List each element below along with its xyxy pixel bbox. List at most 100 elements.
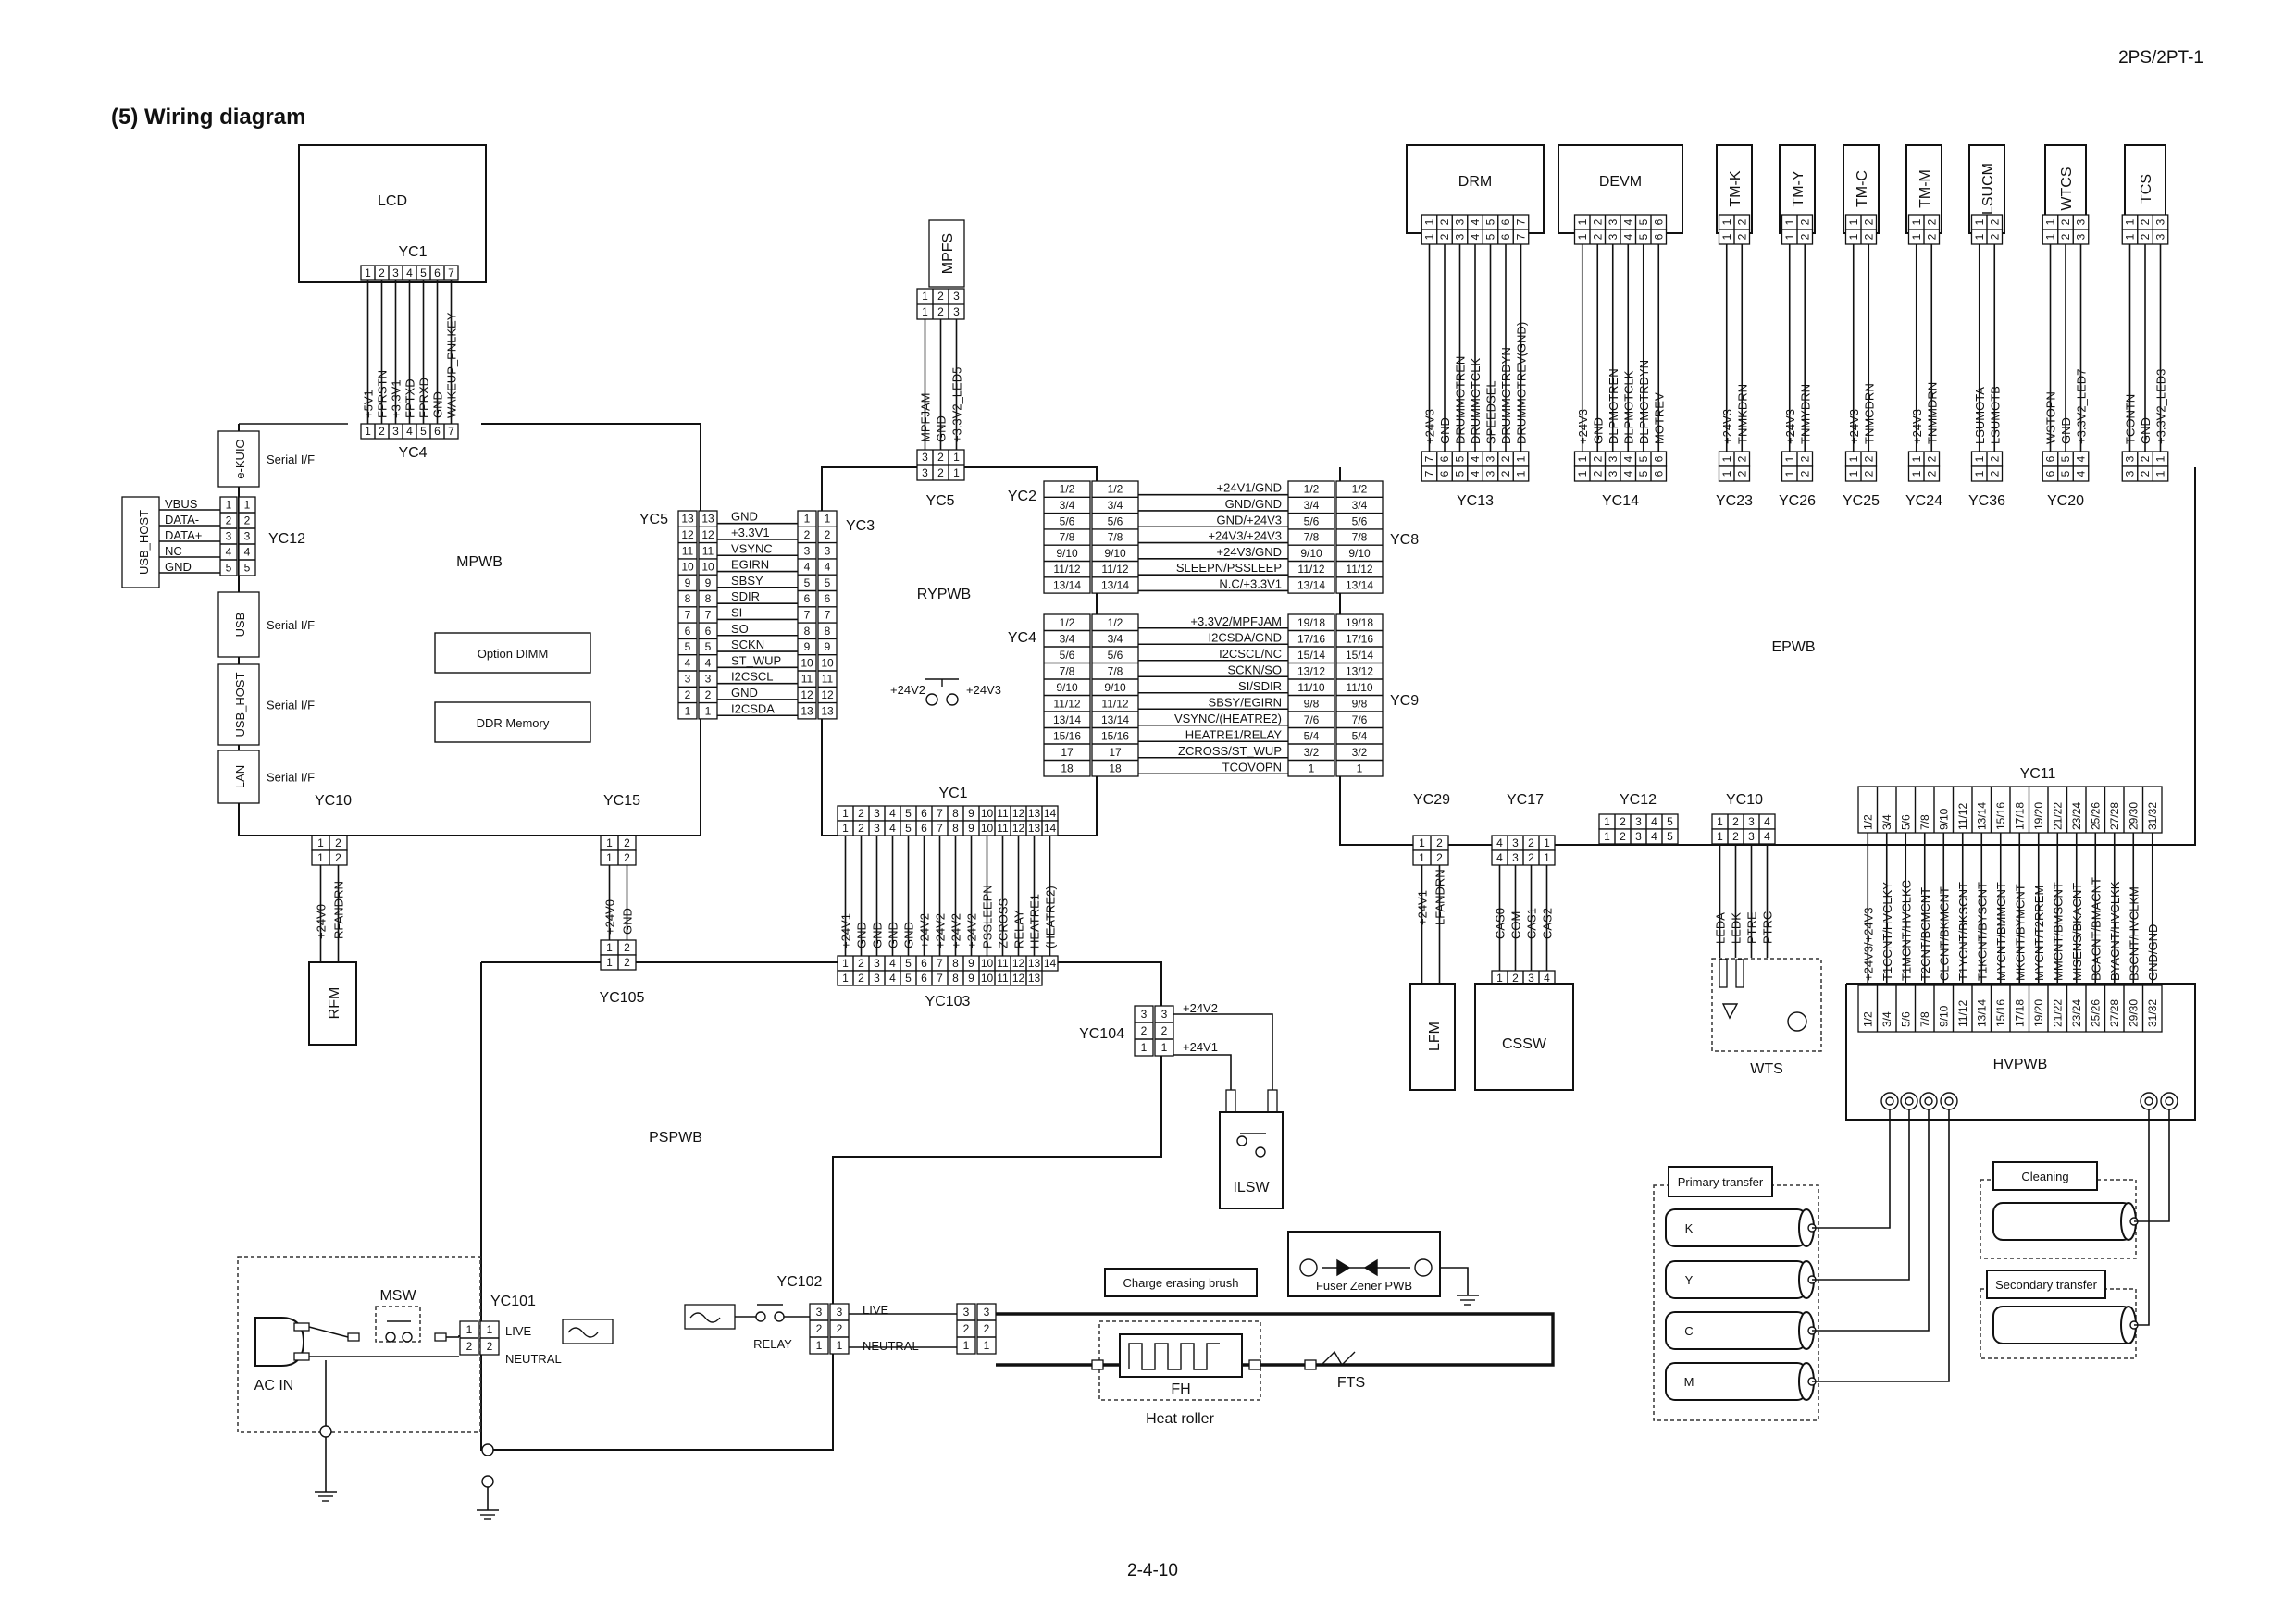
yc9-right-pins-pin: 11/10 (1346, 681, 1372, 694)
yc5-left-pins-pin: 7 (685, 608, 691, 621)
epwb-dev-devm-pins2-pin: 5 (1637, 233, 1650, 240)
epwb-dev-drm-label: DRM (1458, 174, 1492, 190)
yc11-hv-pin: 31/32 (2146, 999, 2159, 1027)
epwb-dev-lsucm-epwb-pins2-pin: 2 (1988, 470, 2001, 477)
yc11-signal: BSCNT/HVCLKM (2127, 886, 2141, 981)
rypwb-yc1-signal: +24V1 (839, 913, 853, 948)
yc5-right-pins-pin: 3 (705, 673, 712, 686)
lcd-label: LCD (378, 193, 407, 209)
mpfs-label: MPFS (940, 233, 956, 274)
epwb-dev-devm-epwb-pins2-pin: 1 (1576, 470, 1589, 477)
yc11-signal: MMCNT/BMSCNT (2051, 882, 2065, 981)
epwb-dev-tmy-label: TM-Y (1791, 170, 1806, 206)
transfer-roller-label: C (1684, 1324, 1693, 1338)
yc103-pins-pin: 14 (1044, 957, 1057, 970)
yc11-pin: 29/30 (2127, 802, 2140, 830)
yc102-right-pins-pin: 2 (837, 1322, 843, 1335)
epwb-label: EPWB (1771, 639, 1815, 655)
epwb-dev-drm-epwb-pins2-pin: 2 (1499, 470, 1512, 477)
mpfs-top-pins-pin: 3 (953, 290, 960, 303)
epwb-yc12-pins-pin: 1 (1604, 815, 1610, 828)
yc2-yc8-signal: N.C/+3.3V1 (1219, 576, 1282, 590)
epwb-dev-wtcs-pins2-pin: 2 (2059, 233, 2072, 240)
epwb-dev-devm-pins-pin: 3 (1607, 218, 1620, 225)
yc4-right-pins-pin: 18 (1109, 762, 1122, 774)
mpfs-device (928, 219, 965, 288)
yc102-left-pins-pin: 1 (816, 1339, 823, 1352)
epwb-dev-wtcs-epwb-pins-pin: 6 (2044, 455, 2057, 462)
yc11-hv-pin: 3/4 (1880, 1011, 1893, 1027)
mpwb-yc4-connector-pin: 6 (434, 425, 441, 438)
yc11-pin: 13/14 (1975, 802, 1988, 830)
yc102-label: YC102 (777, 1274, 823, 1290)
heater-conn-left-pin: 1 (963, 1339, 970, 1352)
rypwb-yc1-signal: ZCROSS (997, 898, 1011, 949)
yc2-left-pins-pin: 3/4 (1060, 499, 1075, 512)
usb-host-external-label: USB_HOST (137, 510, 151, 575)
yc4-right-pins-pin: 11/12 (1101, 697, 1128, 710)
primary-transfer-label: Primary transfer (1678, 1175, 1764, 1189)
epwb-dev-tmm-pins2-pin: 2 (1925, 233, 1938, 240)
epwb-dev-tcs-epwb-pins2 (2121, 465, 2169, 482)
rypwb-yc1-signal: GND (902, 922, 916, 948)
rypwb-yc1-pins-pin: 4 (889, 807, 896, 820)
yc9-right-pins-pin: 5/4 (1352, 729, 1368, 742)
yc8-right-pins-pin: 9/10 (1348, 547, 1371, 560)
cleaning-label: Cleaning (2021, 1170, 2068, 1183)
epwb-dev-drm-epwb-pins2-pin: 7 (1423, 470, 1436, 477)
yc4-left-pins-pin: 1/2 (1060, 616, 1075, 629)
rypwb-yc1-pins-pin: 3 (874, 807, 880, 820)
yc3-left-pins-pin: 9 (804, 640, 811, 653)
epwb-dev-tmk-pins2-pin: 2 (1735, 233, 1748, 240)
epwb-dev-tmy-signal: TNMYDRN (1798, 384, 1812, 444)
yc3-left-pins-pin: 11 (801, 673, 813, 686)
rypwb-node-right (946, 693, 959, 706)
yc5-yc3-signal: I2CSDA (731, 701, 775, 715)
yc17-signal: CAS1 (1525, 908, 1539, 939)
yc3-label: YC3 (846, 518, 875, 534)
yc103-pins2-pin: 5 (905, 972, 912, 985)
option-dimm-label: Option DIMM (478, 647, 549, 661)
side-port-name: LAN (233, 765, 247, 788)
yc17-pins-pin: 2 (1528, 836, 1534, 849)
yc11-signal: BYACNT/HVCLKK (2108, 881, 2122, 981)
rypwb-node-left (925, 693, 938, 706)
ilsw-node-1 (1236, 1135, 1247, 1146)
side-port-name: e-KUIO (233, 439, 247, 478)
epwb-yc12-pins2-pin: 1 (1604, 830, 1610, 843)
side-port-0 (217, 430, 260, 488)
epwb-dev-devm-pins2-pin: 2 (1591, 233, 1604, 240)
cssw-label: CSSW (1502, 1036, 1547, 1052)
epwb-dev-tmy-connector-label: YC26 (1779, 493, 1816, 509)
rypwb-yc1-pins-pin: 10 (981, 807, 994, 820)
lcd-signal: +5V1 (362, 390, 376, 418)
yc104-24v2-label: +24V2 (1183, 1001, 1218, 1015)
fts-label: FTS (1337, 1375, 1365, 1391)
yc11-signal: T1CCNT/HVCLKY (1880, 882, 1894, 981)
epwb-dev-tcs-epwb-pins-pin: 1 (2154, 455, 2167, 462)
rypwb-yc1-pins-pin: 2 (858, 807, 864, 820)
yc9-right-pins-pin: 19/18 (1346, 616, 1373, 629)
epwb-dev-tmc-epwb-pins2-pin: 1 (1847, 470, 1860, 477)
lcd-yc1-connector-pin: 2 (379, 266, 385, 279)
yc4-yc9-signal: TCOVOPN (1222, 760, 1282, 774)
pspwb-ground-node (481, 1443, 494, 1456)
yc11-pin: 1/2 (1861, 814, 1874, 830)
yc101-right-pins-pin: 2 (487, 1340, 493, 1353)
yc104-left-pins-pin: 1 (1141, 1041, 1148, 1054)
epwb-yc12-pins2-pin: 4 (1651, 830, 1657, 843)
usb-host-left-pins-pin: 2 (226, 514, 232, 527)
yc102-left-pins-pin: 2 (816, 1322, 823, 1335)
hvpwb-label: HVPWB (1993, 1057, 2048, 1072)
yc4-right-pins-pin: 17 (1109, 746, 1122, 759)
yc3-right-pins-pin: 2 (825, 528, 831, 541)
epwb-dev-tcs-signal: +3.3V2_LED3 (2154, 369, 2168, 444)
epwb-dev-wtcs-signal: WSTOPN (2044, 391, 2058, 444)
epwb-dev-devm-epwb-pins-pin: 6 (1652, 455, 1665, 462)
fh-heater-coil (1128, 1343, 1220, 1370)
epwb-dev-drm-pins2-pin: 3 (1454, 233, 1467, 240)
yc5-rypwb-pins-pin: 1 (953, 451, 960, 464)
epwb-dev-tmc-signal: +24V3 (1847, 409, 1861, 444)
rypwb-yc1-pins2-pin: 8 (952, 822, 959, 835)
